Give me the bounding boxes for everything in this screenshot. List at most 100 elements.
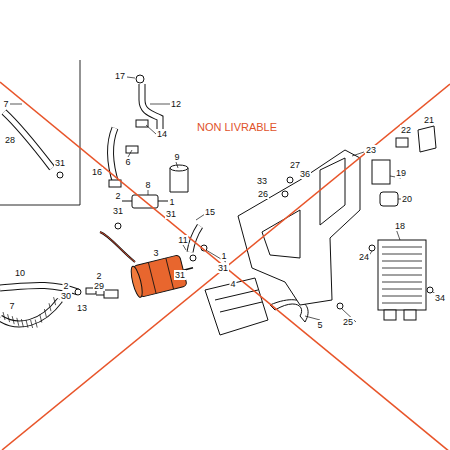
warning-note: NON LIVRABLE — [196, 121, 278, 134]
callout-number: 19 — [395, 168, 407, 178]
hose-coil — [8, 314, 10, 322]
fin — [382, 282, 422, 283]
bracket-cutout — [262, 210, 300, 258]
callout-number: 7 — [2, 99, 9, 109]
clip — [136, 75, 144, 83]
connector — [396, 138, 408, 147]
callout-number: 6 — [124, 157, 131, 167]
hose-coil — [12, 316, 14, 324]
bolt — [282, 191, 288, 197]
bolt — [427, 287, 433, 293]
fin — [382, 268, 422, 269]
regulator-plug — [404, 310, 416, 320]
callout-number: 23 — [365, 145, 377, 155]
callout-number: 31 — [54, 158, 66, 168]
regulator-fins — [382, 247, 422, 303]
callout-number: 36 — [299, 169, 311, 179]
callout-number: 8 — [144, 180, 151, 190]
hose-clip — [126, 146, 138, 153]
fin — [382, 289, 422, 290]
fin — [382, 296, 422, 297]
filter-cup-top — [170, 165, 188, 171]
callout-number: 1 — [220, 251, 227, 261]
regulator — [378, 240, 426, 310]
callout-number: 14 — [156, 129, 168, 139]
callout-number: 20 — [401, 194, 413, 204]
callout-number: 31 — [165, 209, 177, 219]
hoses — [0, 84, 200, 328]
callout-number: 21 — [423, 115, 435, 125]
callout-number: 28 — [4, 135, 16, 145]
callout-number: 18 — [394, 221, 406, 231]
callout-number: 15 — [204, 207, 216, 217]
hose-clip — [109, 180, 121, 187]
hose-coil — [31, 320, 33, 328]
hose-joint — [104, 290, 118, 298]
callout-number: 7 — [8, 301, 15, 311]
callout-number: 2 — [62, 281, 69, 291]
callout-number: 16 — [91, 167, 103, 177]
sleeve-rib — [215, 290, 262, 312]
hose-clip — [136, 120, 148, 127]
hose-bore — [0, 300, 60, 324]
hose-coil — [17, 318, 19, 326]
hose-coil — [54, 297, 56, 305]
callout-number: 10 — [14, 268, 26, 278]
callout-number: 2 — [95, 271, 102, 281]
callout-number: 31 — [112, 206, 124, 216]
clip — [115, 223, 121, 229]
fin — [382, 303, 422, 304]
leader-lines — [10, 77, 438, 322]
relay-cover — [418, 126, 436, 152]
filter-cup — [170, 168, 188, 192]
hose-coil — [21, 319, 23, 327]
relay — [372, 160, 390, 184]
callout-number: 31 — [174, 270, 186, 280]
fin — [382, 275, 422, 276]
hose-coil — [26, 320, 28, 328]
clip — [190, 255, 196, 261]
relay-mount — [380, 192, 398, 206]
callout-number: 29 — [93, 281, 105, 291]
hose-coil — [44, 309, 46, 317]
bolt — [337, 303, 343, 309]
callout-number: 34 — [434, 293, 446, 303]
callout-number: 22 — [400, 125, 412, 135]
callout-number: 4 — [229, 279, 236, 289]
fin — [382, 261, 422, 262]
callout-number: 12 — [170, 99, 182, 109]
callout-number: 30 — [60, 291, 72, 301]
bolt — [369, 245, 375, 251]
hose-coil — [3, 312, 5, 320]
hose — [0, 300, 60, 324]
hose — [4, 112, 52, 168]
callout-number: 1 — [168, 197, 175, 207]
callout-number: 9 — [173, 152, 180, 162]
callout-number: 3 — [152, 248, 159, 258]
callout-number: 33 — [256, 176, 268, 186]
callout-number: 25 — [342, 317, 354, 327]
not-supplied-cross — [0, 82, 450, 450]
hose-coil — [49, 303, 51, 311]
hose-coil — [40, 315, 42, 323]
pump-sleeve — [205, 278, 268, 335]
callout-number: 13 — [76, 303, 88, 313]
callout-number: 2 — [114, 191, 121, 201]
clip — [57, 172, 63, 178]
fin — [382, 247, 422, 248]
callout-number: 17 — [114, 71, 126, 81]
hose-bore — [4, 112, 52, 168]
callout-number: 24 — [358, 252, 370, 262]
bolt — [287, 177, 293, 183]
callout-number: 31 — [217, 263, 229, 273]
callout-number: 5 — [316, 320, 323, 330]
frame-lines — [0, 60, 80, 205]
hose-coil — [35, 320, 37, 328]
fuel-pump — [100, 232, 197, 298]
fin — [382, 254, 422, 255]
parts — [57, 75, 436, 335]
regulator-plug — [384, 310, 396, 320]
clip — [75, 289, 81, 295]
